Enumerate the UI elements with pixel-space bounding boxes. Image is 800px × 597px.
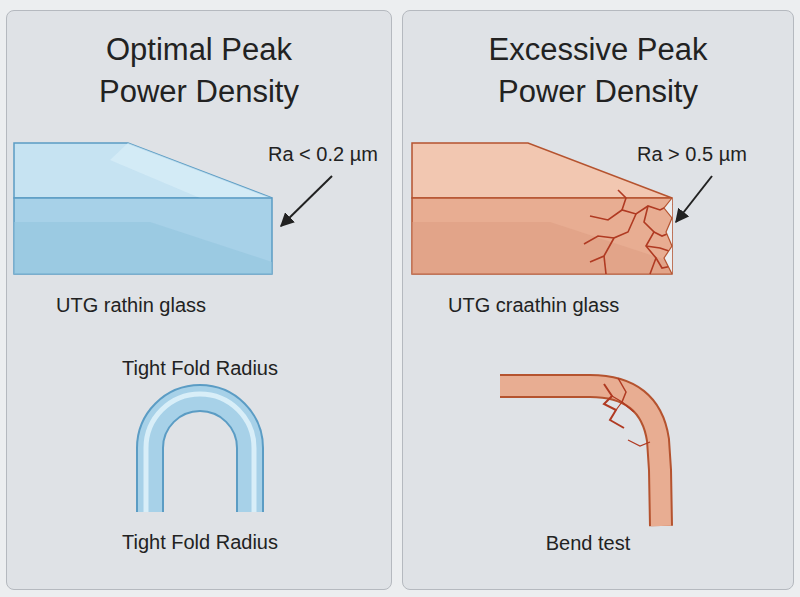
cracked-slab <box>412 143 672 274</box>
roughness-label: Ra > 0.5 µm <box>637 142 747 166</box>
panel-title: Excessive Peak Power Density <box>473 29 723 113</box>
broken-strip <box>500 378 661 526</box>
roughness-label: Ra < 0.2 µm <box>268 142 378 166</box>
leader-arrow <box>281 176 332 226</box>
folded-glass <box>146 394 254 512</box>
caption-label: UTG craathin glass <box>448 293 619 317</box>
leader-arrow <box>676 176 712 222</box>
caption-label: UTG rathin glass <box>56 293 206 317</box>
caption-label: Tight Fold Radius <box>122 356 278 380</box>
caption-label: Bend test <box>546 531 631 555</box>
panel-title: Optimal Peak Power Density <box>74 29 324 113</box>
glass-slab <box>14 143 272 274</box>
caption-label: Tight Fold Radius <box>122 530 278 554</box>
